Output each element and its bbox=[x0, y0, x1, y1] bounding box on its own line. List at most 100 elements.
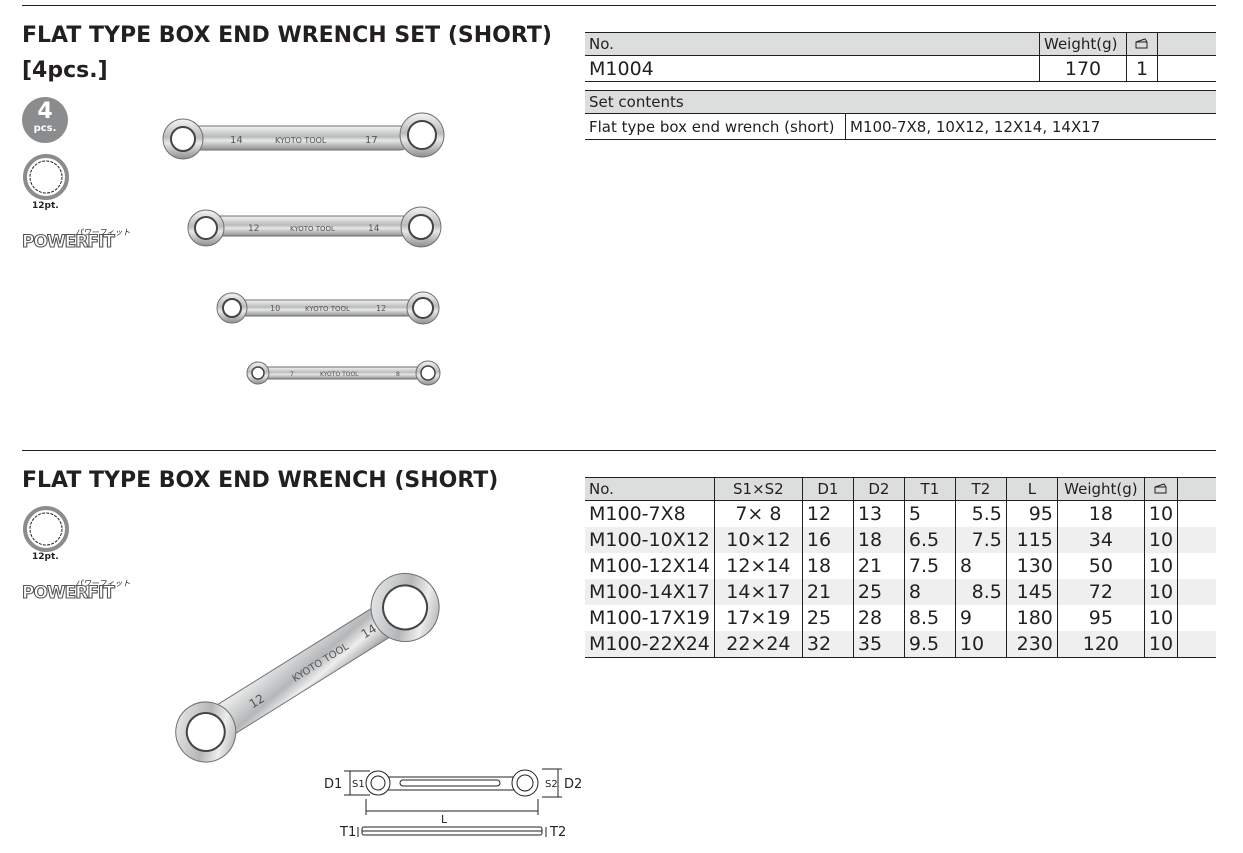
row-weight: 50 bbox=[1057, 553, 1145, 579]
wrench-3-brand: KYOTO TOOL bbox=[305, 305, 350, 313]
wrench-4-right-size: 8 bbox=[396, 371, 400, 378]
pcs-badge: 4 pcs. bbox=[22, 97, 68, 143]
col-t2-header: T2 bbox=[955, 477, 1007, 501]
row-l: 230 bbox=[1006, 631, 1058, 658]
single-title: FLAT TYPE BOX END WRENCH (SHORT) bbox=[22, 468, 499, 493]
wrench-2-right-size: 14 bbox=[368, 224, 380, 234]
row-s: 10×12 bbox=[714, 527, 803, 553]
row-t1: 7.5 bbox=[904, 553, 956, 579]
wrench-4-left-size: 7 bbox=[290, 371, 294, 378]
row-t2: 8.5 bbox=[955, 579, 1007, 605]
col-weight-header: Weight(g) bbox=[1039, 32, 1127, 56]
row-l: 145 bbox=[1006, 579, 1058, 605]
row-s: 17×19 bbox=[714, 605, 803, 631]
set-contents-value: M100-7X8, 10X12, 12X14, 14X17 bbox=[845, 113, 1216, 140]
row-weight: 34 bbox=[1057, 527, 1145, 553]
wrench-14x17: 14 KYOTO TOOL 17 bbox=[162, 112, 445, 160]
row-s: 22×24 bbox=[714, 631, 803, 658]
row-s: 14×17 bbox=[714, 579, 803, 605]
row-d1: 12 bbox=[802, 500, 854, 527]
row-weight: 72 bbox=[1057, 579, 1145, 605]
row-t2: 9 bbox=[955, 605, 1007, 631]
single-spec-table: No. S1×S2 D1 D2 T1 T2 L Weight(g) M100-7… bbox=[585, 477, 1216, 658]
wrench-10x12: 10 KYOTO TOOL 12 bbox=[216, 291, 440, 325]
table-row: M100-17X19 17×19 25 28 8.5 9 180 95 10 bbox=[585, 605, 1216, 631]
row-d1: 16 bbox=[802, 527, 854, 553]
row-weight: 120 bbox=[1057, 631, 1145, 658]
12pt-socket-icon bbox=[23, 154, 69, 200]
col-blank-header-2 bbox=[1177, 477, 1216, 501]
row-no: M100-12X14 bbox=[585, 553, 715, 579]
table-row: M100-7X8 7× 8 12 13 5 5.5 95 18 10 bbox=[585, 500, 1216, 528]
row-weight: 18 bbox=[1057, 500, 1145, 527]
row-t2: 8 bbox=[955, 553, 1007, 579]
set-pack-cell: 1 bbox=[1126, 55, 1158, 82]
set-no-cell: M1004 bbox=[585, 55, 1040, 82]
wrench-7x8: 7 KYOTO TOOL 8 bbox=[246, 360, 441, 386]
row-d1: 32 bbox=[802, 631, 854, 658]
dim-t1: T1 bbox=[339, 825, 356, 840]
row-no: M100-17X19 bbox=[585, 605, 715, 631]
set-spec-table: No. Weight(g) M1004 170 1 bbox=[585, 32, 1216, 82]
pt-label: 12pt. bbox=[32, 201, 59, 211]
dimension-diagram: D1 S1 S2 D2 L T1 T2 bbox=[324, 768, 582, 840]
row-no: M100-10X12 bbox=[585, 527, 715, 553]
wrench-3-left-size: 10 bbox=[270, 304, 280, 313]
powerfit-kana-2: パワーフィット bbox=[75, 579, 131, 588]
set-blank-cell bbox=[1157, 55, 1216, 82]
dim-s2: S2 bbox=[545, 779, 558, 790]
set-weight-cell: 170 bbox=[1039, 55, 1127, 82]
dim-t2: T2 bbox=[549, 825, 566, 840]
table-row: M100-14X17 14×17 21 25 8 8.5 145 72 10 bbox=[585, 579, 1216, 605]
section-rule bbox=[22, 450, 1216, 451]
set-contents-table: Set contents Flat type box end wrench (s… bbox=[585, 90, 1216, 140]
row-pack: 10 bbox=[1144, 579, 1179, 605]
table-row: M100-22X24 22×24 32 35 9.5 10 230 120 10 bbox=[585, 631, 1216, 658]
table-row: M100-12X14 12×14 18 21 7.5 8 130 50 10 bbox=[585, 553, 1216, 579]
pcs-unit: pcs. bbox=[33, 123, 57, 134]
powerfit-kana: パワーフィット bbox=[75, 228, 131, 237]
row-t1: 6.5 bbox=[904, 527, 956, 553]
row-t1: 8.5 bbox=[904, 605, 956, 631]
row-d2: 28 bbox=[853, 605, 905, 631]
set-contents-label: Flat type box end wrench (short) bbox=[585, 113, 846, 140]
dim-d2: D2 bbox=[564, 777, 582, 792]
row-t1: 8 bbox=[904, 579, 956, 605]
row-no: M100-22X24 bbox=[585, 631, 715, 658]
12pt-socket-icon bbox=[23, 506, 69, 552]
row-t1: 9.5 bbox=[904, 631, 956, 658]
wrench-photo: 12 KYOTO TOOL 14 bbox=[175, 572, 440, 763]
col-s-header: S1×S2 bbox=[714, 477, 803, 501]
photo-large-size: 14 bbox=[359, 621, 379, 641]
wrench-set-image: 14 KYOTO TOOL 17 12 KYOTO TOOL 14 10 KYO… bbox=[162, 112, 445, 386]
col-t1-header: T1 bbox=[904, 477, 956, 501]
package-quantity-icon bbox=[1126, 32, 1158, 56]
col-d2-header: D2 bbox=[853, 477, 905, 501]
row-s: 7× 8 bbox=[714, 500, 803, 527]
row-l: 180 bbox=[1006, 605, 1058, 631]
set-subtitle: [4pcs.] bbox=[22, 58, 108, 83]
row-pack: 10 bbox=[1144, 500, 1179, 527]
wrench-1-brand: KYOTO TOOL bbox=[275, 136, 327, 145]
row-no: M100-7X8 bbox=[585, 500, 715, 527]
powerfit-logo-2: POWERFIT bbox=[21, 582, 115, 603]
wrench-2-brand: KYOTO TOOL bbox=[290, 225, 335, 233]
col-no-header: No. bbox=[585, 32, 1040, 56]
row-weight: 95 bbox=[1057, 605, 1145, 631]
row-blank bbox=[1178, 553, 1216, 579]
row-d2: 35 bbox=[853, 631, 905, 658]
row-blank bbox=[1177, 527, 1216, 553]
row-t1: 5 bbox=[904, 500, 956, 527]
row-pack: 10 bbox=[1144, 527, 1179, 553]
dim-d1: D1 bbox=[324, 777, 342, 792]
row-blank bbox=[1178, 501, 1216, 528]
row-d1: 18 bbox=[802, 553, 854, 579]
col-no-header-2: No. bbox=[585, 477, 715, 501]
col-weight-header-2: Weight(g) bbox=[1057, 477, 1145, 501]
row-pack: 10 bbox=[1144, 631, 1179, 658]
row-no: M100-14X17 bbox=[585, 579, 715, 605]
row-t2: 10 bbox=[955, 631, 1007, 658]
row-pack: 10 bbox=[1144, 553, 1179, 579]
row-blank bbox=[1178, 605, 1216, 631]
set-contents-header: Set contents bbox=[585, 90, 1216, 114]
